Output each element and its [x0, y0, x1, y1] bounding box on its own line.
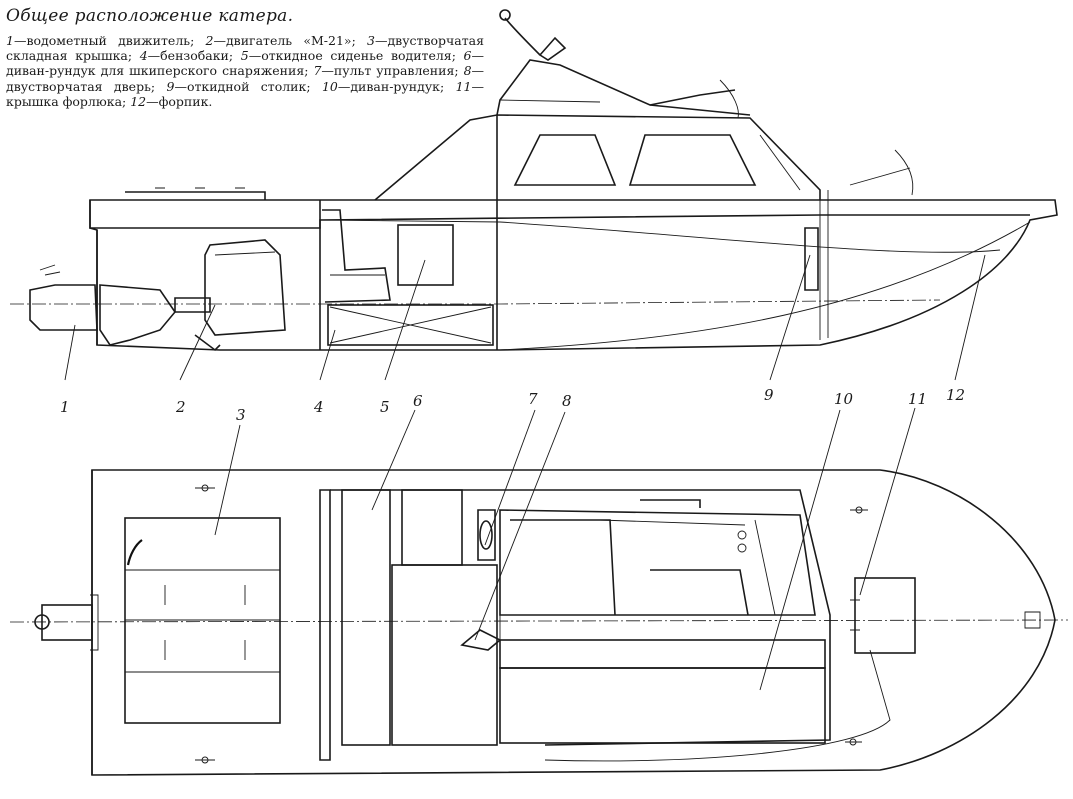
- legend-entry-11: 11—крышка форлюка;: [6, 78, 484, 109]
- plan-forward-hatch: [854, 577, 916, 654]
- label-5: 5: [380, 398, 390, 416]
- plan-view: [9, 407, 1069, 776]
- side-deck-line: [89, 200, 1030, 229]
- side-engine: [174, 239, 286, 352]
- side-chine-line: [319, 219, 1001, 253]
- plan-settee-10: [499, 667, 826, 744]
- side-keel-line: [499, 221, 1031, 351]
- legend-caption: 1—водометный движитель; 2—двигатель «М-2…: [6, 33, 484, 109]
- label-1: 1: [60, 398, 70, 416]
- plan-folding-lid: [124, 517, 281, 724]
- legend-entry-1: 1—водометный движитель;: [6, 33, 206, 48]
- label-7: 7: [528, 390, 538, 408]
- side-cabin: [374, 114, 821, 201]
- plan-settee-6: [341, 489, 391, 746]
- plan-hull-outline: [91, 469, 1056, 776]
- side-fuel-tank: [327, 304, 494, 346]
- label-9: 9: [764, 386, 774, 404]
- side-view: [10, 9, 1058, 381]
- plan-locker-quilt: [401, 489, 463, 566]
- legend-entry-2: 2—двигатель «М-21»;: [205, 33, 368, 48]
- legend-entry-9: 9—откидной столик;: [166, 78, 322, 94]
- side-quilted-panel: [397, 224, 454, 286]
- label-8: 8: [562, 392, 572, 410]
- label-3: 3: [236, 406, 246, 424]
- side-window-2: [628, 134, 757, 186]
- side-hull-outline: [89, 199, 1058, 351]
- legend-entry-4: 4—бензобаки;: [139, 48, 241, 64]
- legend-entry-10: 10—диван-рундук;: [321, 78, 456, 94]
- plan-control-console: [477, 509, 496, 561]
- legend-entry-3: 3—двустворчатая складная крышка;: [6, 33, 485, 64]
- legend-entry-7: 7—пульт управления;: [313, 63, 464, 79]
- label-11: 11: [908, 390, 927, 408]
- legend-entry-12: 12—форпик.: [130, 93, 213, 109]
- legend-entry-8: 8—двустворчатая дверь;: [6, 63, 485, 94]
- side-waterjet: [29, 264, 177, 346]
- side-seat: [322, 209, 391, 303]
- label-4: 4: [313, 398, 324, 416]
- side-fold-table: [804, 227, 819, 291]
- label-12: 12: [946, 386, 965, 404]
- label-6: 6: [413, 392, 423, 410]
- plan-door: [460, 629, 502, 651]
- label-2: 2: [175, 398, 186, 416]
- side-searchlight: [504, 17, 541, 56]
- side-window-1: [513, 134, 617, 186]
- drawing-title: Общее расположение катера.: [6, 6, 294, 26]
- label-10: 10: [834, 390, 854, 408]
- legend-entry-6: 6—диван-рундук для шкиперского снаряжени…: [6, 48, 484, 79]
- legend-entry-5: 5—откидное сиденье водителя;: [240, 48, 464, 64]
